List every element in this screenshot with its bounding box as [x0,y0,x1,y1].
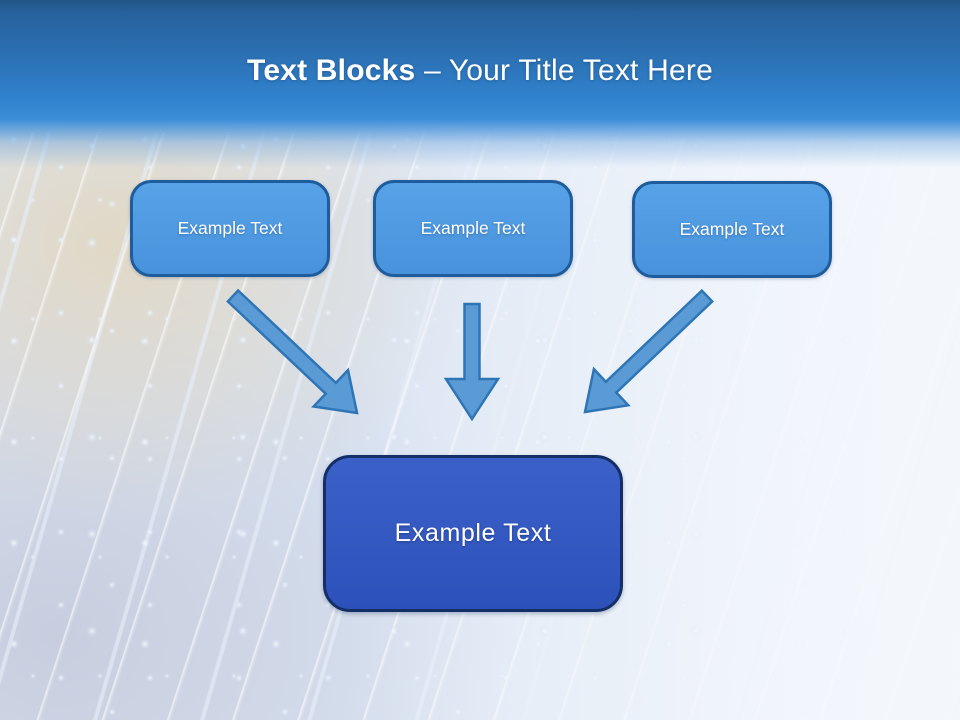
page-title-regular: – Your Title Text Here [423,54,713,87]
text-block-3-label: Example Text [679,219,785,239]
page-title-bold: Text Blocks [247,54,416,87]
text-block-2: Example Text [373,180,573,277]
text-block-2-label: Example Text [420,218,526,238]
text-block-1-label: Example Text [177,218,283,238]
header-band [0,0,960,168]
text-block-1: Example Text [130,180,330,277]
result-text-block-label: Example Text [394,519,552,547]
text-block-3: Example Text [632,181,832,278]
result-text-block: Example Text [323,455,623,612]
page-title: Text Blocks – Your Title Text Here [0,54,960,88]
